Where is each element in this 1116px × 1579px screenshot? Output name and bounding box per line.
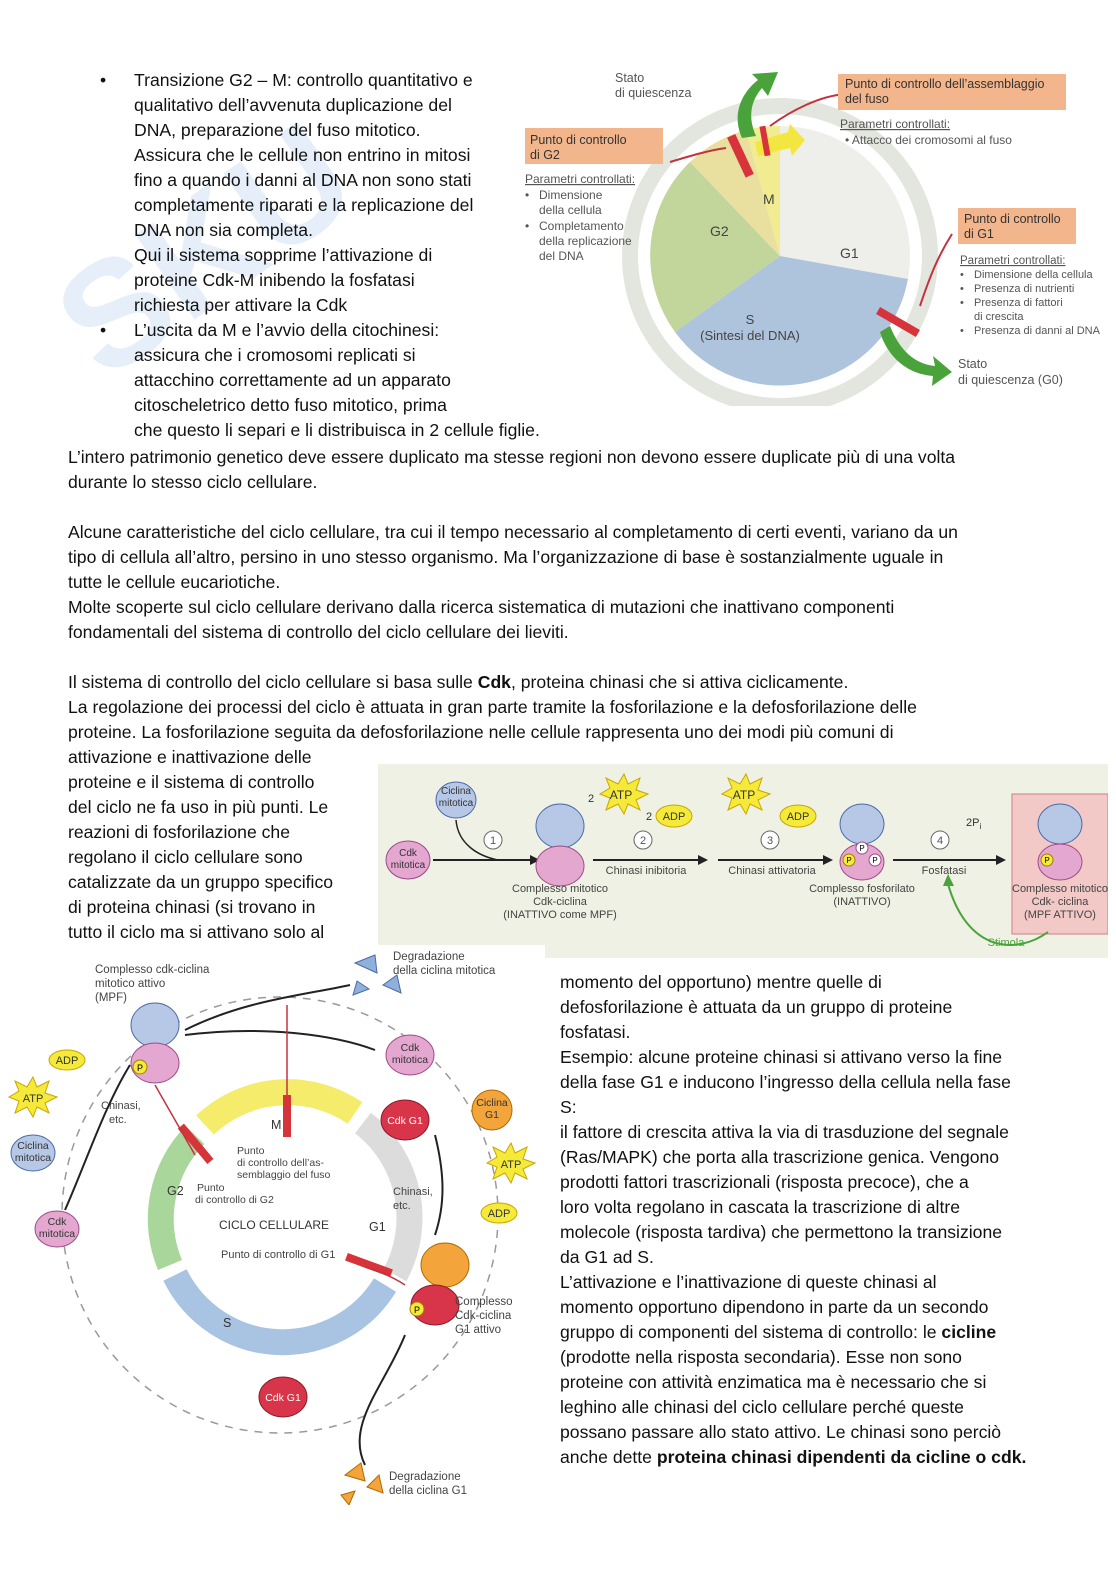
paragraph-left-column: attivazione e inattivazione delle protei… [68,747,334,942]
label-cdk-g1: Cdk G1 [387,1115,423,1127]
label-cdk-g1-bottom: Cdk G1 [265,1392,301,1404]
label-adp-2: ADP [787,811,810,823]
p-label: P [846,856,851,865]
step-4: 4 [937,835,943,847]
label-adp-left: ADP [56,1055,79,1067]
bullet-list: Transizione G2 – M: controllo quantitati… [100,68,540,443]
paragraph-features: Alcune caratteristiche del ciclo cellula… [68,522,958,642]
label-phase-s: S(Sintesi del DNA) [700,312,800,343]
bullet-item: L’uscita da M e l’avvio della citochines… [100,318,540,443]
label-adp-right: ADP [488,1208,511,1220]
label-chinasi-right: Chinasi,etc. [393,1186,433,1212]
label-g1-params: •Dimensione della cellula •Presenza di n… [960,269,1101,337]
step-2: 2 [640,835,646,847]
label-2-atp: 2 [588,793,594,805]
bullet-item: Transizione G2 – M: controllo quantitati… [100,68,510,318]
p-label: P [414,1305,420,1315]
label-g2-params: •Dimensione della cellula •Completamento… [525,188,635,263]
label-parametri-fuso: Parametri controllati: [840,117,950,131]
label-fuso-param: • Attacco dei cromosomi al fuso [845,133,1012,147]
label-phase-g2: G2 [710,223,729,239]
label-parametri-g1: Parametri controllati: [960,255,1065,267]
label-atp-2: ATP [733,788,755,802]
step-3: 3 [767,835,773,847]
p-label: P [872,856,877,865]
label-phase-g1: G1 [840,245,859,261]
label-m: M [271,1118,281,1132]
label-adp-1: ADP [663,811,686,823]
p-label: P [1044,856,1049,865]
label-chinasi-inibitoria: Chinasi inibitoria [606,865,688,877]
label-punto-g1: Punto di controllo di G1 [221,1249,335,1261]
label-chinasi-attivatoria: Chinasi attivatoria [728,865,816,877]
paragraph-right-column: momento del opportuno) mentre quelle di … [560,972,1027,1467]
label-g2: G2 [167,1184,184,1198]
label-s: S [223,1316,231,1330]
label-g1: G1 [369,1220,386,1234]
paragraph-duplication: L’intero patrimonio genetico deve essere… [68,447,956,492]
label-2pi: 2Pi [966,817,981,831]
paragraph-cdk: Il sistema di controllo del ciclo cellul… [68,672,917,742]
p-label: P [137,1063,143,1073]
p-label: P [859,844,864,853]
label-atp-right: ATP [501,1159,522,1171]
label-phase-m: M [763,191,775,207]
label-stimola: Stimola [988,937,1026,949]
step-1: 1 [490,835,496,847]
label-ciclo-cellulare: CICLO CELLULARE [219,1218,329,1232]
label-atp-1: ATP [610,788,632,802]
label-parametri-g2: Parametri controllati: [525,172,635,186]
label-atp-left: ATP [23,1093,44,1105]
label-2-adp: 2 [646,811,652,823]
label-complesso-fosforilato: Complesso fosforilato(INATTIVO) [809,883,915,908]
label-fosfatasi: Fosfatasi [922,865,967,877]
